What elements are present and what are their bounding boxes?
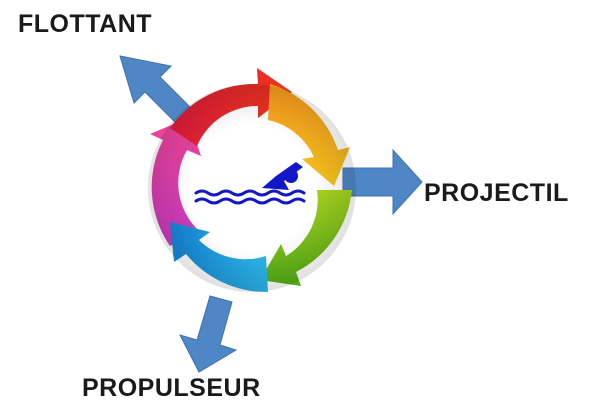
swimmer-icon bbox=[194, 162, 306, 205]
cycle-segment-green bbox=[260, 190, 352, 286]
cycle-segment-orange bbox=[268, 84, 350, 186]
flottant-arrow bbox=[119, 55, 192, 124]
label-propulseur: PROPULSEUR bbox=[82, 374, 261, 402]
cycle-segment-blue bbox=[170, 222, 268, 293]
label-projectil: PROJECTIL bbox=[424, 179, 569, 207]
projectil-arrow bbox=[342, 148, 423, 216]
label-flottant: FLOTTANT bbox=[18, 10, 153, 38]
propulseur-arrow bbox=[179, 295, 238, 373]
